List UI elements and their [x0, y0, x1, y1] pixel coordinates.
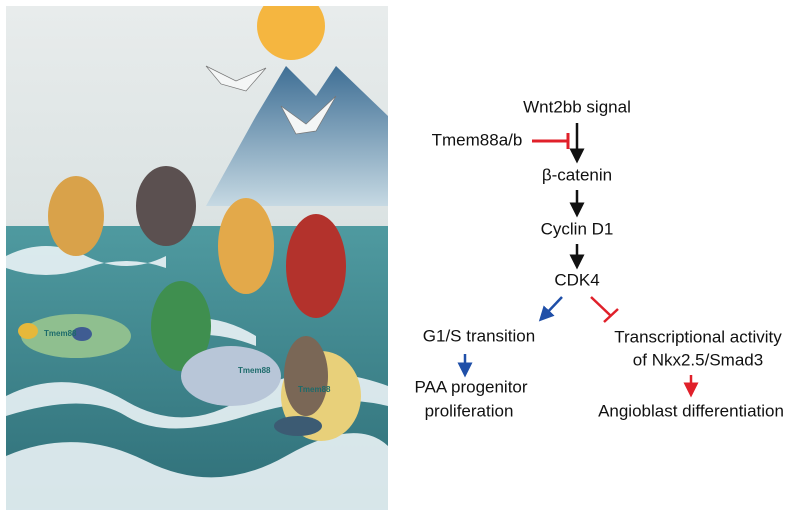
- node-transcriptional-activity-line2: of Nkx2.5/Smad3: [633, 350, 763, 369]
- node-beta-catenin: β-catenin: [542, 165, 612, 184]
- inhibition-arrow-cdk4-transcription: [590, 296, 619, 323]
- node-angioblast-differentiation: Angioblast differentiation: [598, 401, 784, 420]
- tmem88-label: Tmem88: [238, 366, 271, 375]
- crane: [280, 95, 337, 135]
- figures: [18, 166, 361, 441]
- node-transcriptional-activity: Transcriptional activity: [614, 327, 782, 346]
- immortals-sea-illustration: Tmem88 Tmem88 Tmem88: [6, 6, 388, 510]
- node-paa-proliferation-line2: proliferation: [425, 401, 514, 420]
- node-wnt2bb: Wnt2bb signal: [523, 97, 631, 116]
- node-cyclin-d1: Cyclin D1: [541, 219, 614, 238]
- node-g1s-transition: G1/S transition: [423, 326, 535, 345]
- node-cdk4: CDK4: [554, 270, 599, 289]
- sun: [257, 6, 325, 60]
- tmem88-label: Tmem88: [298, 385, 331, 394]
- crane: [205, 65, 267, 92]
- mountains: [206, 66, 388, 206]
- inhibition-arrow-tmem88: [532, 133, 570, 149]
- node-tmem88: Tmem88a/b: [432, 130, 523, 149]
- node-paa-proliferation: PAA progenitor: [414, 377, 527, 396]
- arrow-cdk4-g1s: [538, 296, 563, 322]
- tmem88-label: Tmem88: [44, 329, 77, 338]
